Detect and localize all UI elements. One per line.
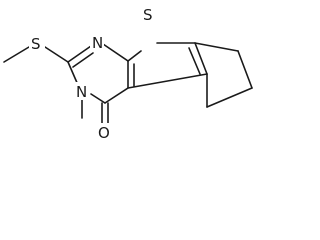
bond-c7a-c4b-b <box>188 47 201 75</box>
atom-sulfur-ring: S <box>143 6 153 24</box>
bond-n1-c8a <box>102 43 129 62</box>
bond-c4a-c4 <box>104 87 129 104</box>
bond-s-c2 <box>44 46 69 63</box>
atom-nitrogen-methyl: N <box>76 83 87 101</box>
bond-c7a-c4b-a <box>194 42 208 75</box>
bond-n3-c2 <box>67 61 79 86</box>
bond-c7a-ch2-top <box>194 42 239 52</box>
bond-ch2-right-ch2-bottom <box>206 87 253 108</box>
bond-ch2-top-ch2-right <box>237 50 253 89</box>
atom-oxygen-carbonyl: O <box>98 124 110 142</box>
bond-c2-n1-double-a <box>67 45 92 63</box>
atom-sulfur-methylthio: S <box>31 35 41 53</box>
bond-c8a-s <box>127 50 142 62</box>
bond-methyl-s <box>3 46 30 63</box>
bond-c4-n3 <box>90 93 106 104</box>
molecule-structure: S N S N O <box>3 6 253 142</box>
bond-c4b-c4a <box>127 73 208 89</box>
bond-c2-n1-double-b <box>72 52 94 68</box>
atom-nitrogen-top: N <box>92 34 103 52</box>
